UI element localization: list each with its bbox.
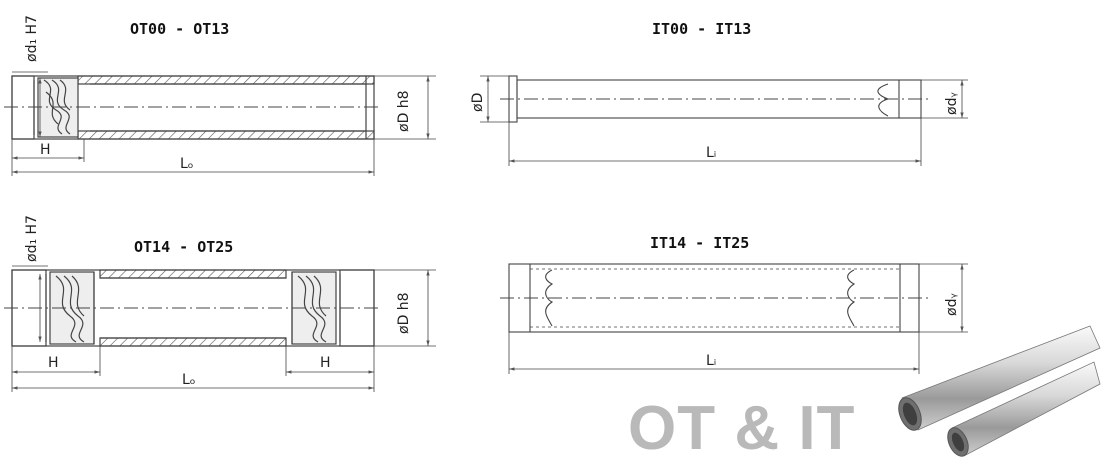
- thread-insert: [37, 77, 79, 138]
- h-dimension-label: H: [40, 142, 51, 158]
- length-dimension-label: Lₒ: [182, 372, 196, 388]
- end-band-left: [11, 75, 35, 140]
- diagram-title: IT00 - IT13: [652, 20, 751, 38]
- brand-title: OT & IT: [628, 394, 856, 463]
- tube-outline: [508, 263, 920, 333]
- h-right-dimension-label: H: [320, 355, 331, 371]
- length-dimension-label: Lᵢ: [706, 145, 716, 161]
- diagram-ot-large: OT14 - OT25 ød₁ H7: [4, 215, 436, 392]
- outer-diameter-label: øD h8: [396, 292, 412, 334]
- tube-wall-bottom: [99, 337, 287, 347]
- diagram-title: OT14 - OT25: [134, 238, 233, 256]
- break-line-right: [847, 269, 856, 327]
- tube-wall-top: [99, 269, 287, 279]
- tubes-illustration: [898, 325, 1101, 457]
- outer-diameter-label: øD h8: [396, 90, 412, 132]
- diagram-it-small: IT00 - IT13 øD ødᵧ Lᵢ: [470, 20, 968, 166]
- bore-dimension-label: ød₁ H7: [24, 15, 40, 62]
- diagram-it-large: IT14 - IT25 ødᵧ Lᵢ: [500, 234, 968, 374]
- dy-dimension-label: ødᵧ: [944, 293, 960, 316]
- bore-dimension-label: ød₁ H7: [24, 215, 40, 262]
- diagram-title: IT14 - IT25: [650, 234, 749, 252]
- diagram-title: OT00 - OT13: [130, 20, 229, 38]
- tube-wall-top: [77, 75, 375, 85]
- outer-diameter-label: øD: [470, 93, 486, 112]
- length-dimension-label: Lᵢ: [706, 353, 716, 369]
- length-dimension-label: Lₒ: [180, 156, 194, 172]
- break-line: [877, 83, 890, 117]
- tube-wall-bottom: [77, 130, 375, 140]
- diagram-ot-small: OT00 - OT13 ød₁ H7 øD h8: [4, 15, 436, 176]
- dy-dimension-label: ødᵧ: [944, 92, 960, 115]
- break-line-left: [545, 269, 554, 327]
- h-left-dimension-label: H: [48, 355, 59, 371]
